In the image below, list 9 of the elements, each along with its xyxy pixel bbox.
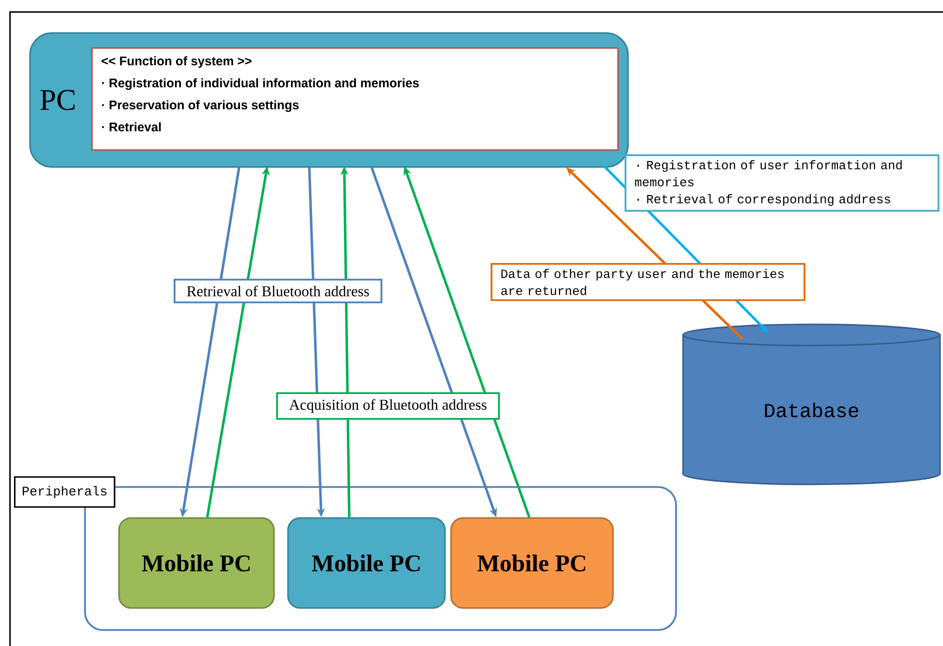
mobile-pc-box: Mobile PC	[450, 517, 614, 609]
edge-label: Data of other party user and the memories are returned	[490, 263, 806, 301]
database-cylinder: Database	[682, 324, 941, 486]
mobile-pc-box: Mobile PC	[118, 517, 275, 609]
edge-label: · Registration of user information and memories · Retrieval of corresponding address	[624, 154, 940, 212]
edge-label: Retrieval of Bluetooth address	[174, 278, 382, 304]
function-box: << Function of system >> · Registration of individual information and memories · Preservation of various settings · Retrieval	[91, 47, 619, 151]
mobile-pc-box: Mobile PC	[287, 517, 446, 609]
edge-label: Acquisition of Bluetooth address	[276, 392, 500, 420]
